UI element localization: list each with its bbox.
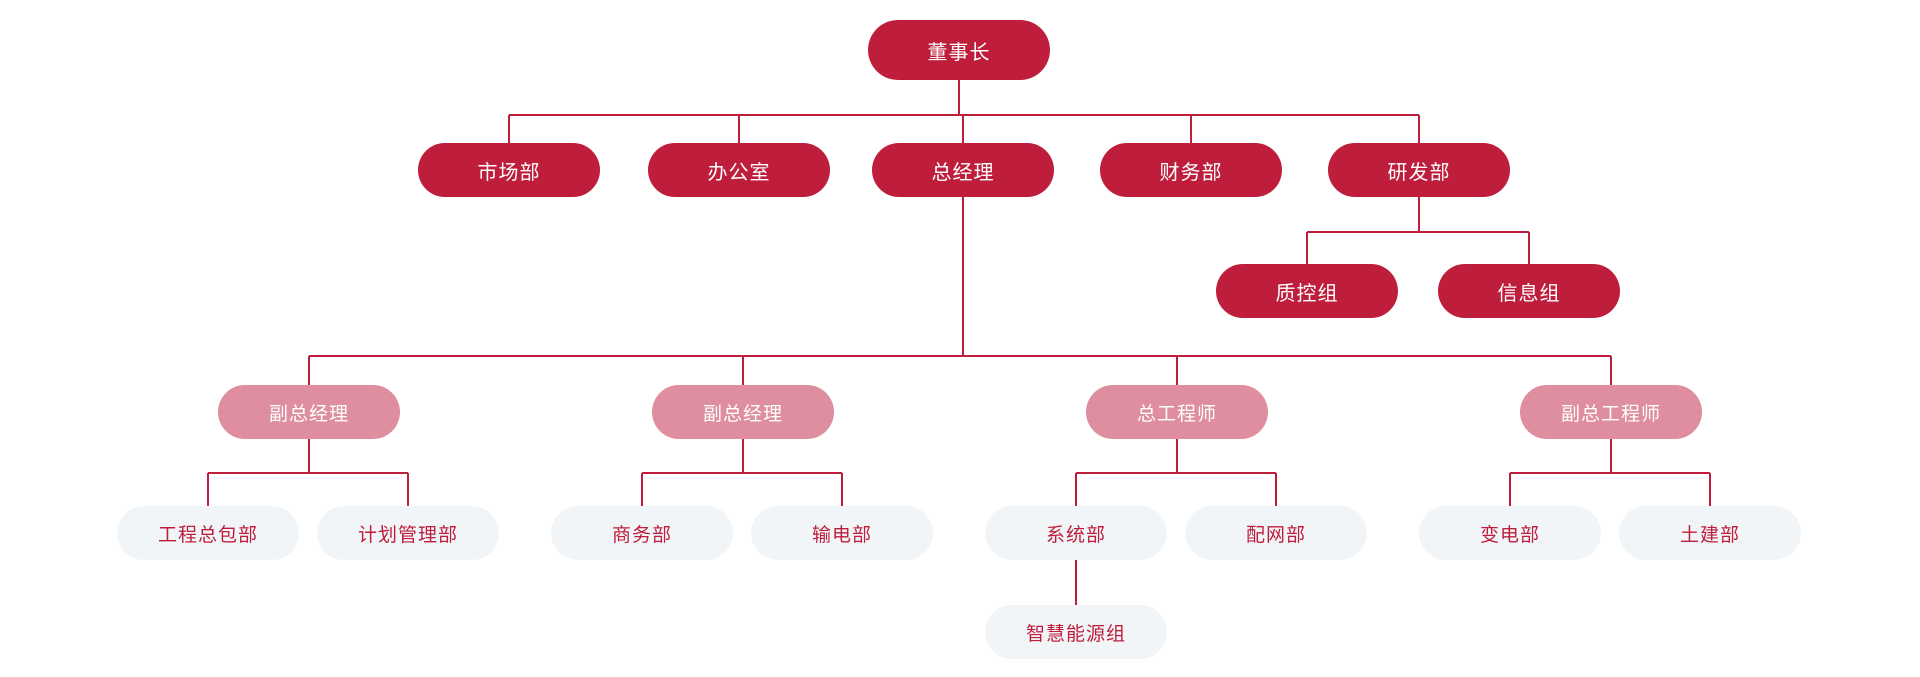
org-node-label: 总工程师 <box>1136 403 1217 425</box>
org-node-label: 总经理 <box>931 161 995 184</box>
org-node-general-manager[interactable]: 总经理 <box>872 143 1054 197</box>
org-node-marketing[interactable]: 市场部 <box>418 143 600 197</box>
org-node-transmission[interactable]: 输电部 <box>751 506 933 560</box>
org-node-label: 副总经理 <box>702 403 783 425</box>
org-node-label: 商务部 <box>611 524 672 546</box>
org-node-label: 市场部 <box>477 161 541 184</box>
org-node-label: 配网部 <box>1245 524 1306 546</box>
org-node-label: 办公室 <box>707 161 771 184</box>
org-node-rnd[interactable]: 研发部 <box>1328 143 1510 197</box>
org-node-label: 副总经理 <box>268 403 349 425</box>
org-node-label: 工程总包部 <box>157 524 258 546</box>
org-node-label: 系统部 <box>1045 524 1106 546</box>
org-node-chief-engineer[interactable]: 总工程师 <box>1086 385 1268 439</box>
org-node-business[interactable]: 商务部 <box>551 506 733 560</box>
org-node-chairman[interactable]: 董事长 <box>868 20 1050 80</box>
org-node-information[interactable]: 信息组 <box>1438 264 1620 318</box>
org-node-office[interactable]: 办公室 <box>648 143 830 197</box>
org-node-planning[interactable]: 计划管理部 <box>317 506 499 560</box>
org-node-finance[interactable]: 财务部 <box>1100 143 1282 197</box>
org-node-quality-control[interactable]: 质控组 <box>1216 264 1398 318</box>
org-node-deputy-chief-eng[interactable]: 副总工程师 <box>1520 385 1702 439</box>
org-node-label: 智慧能源组 <box>1025 623 1126 645</box>
org-node-civil[interactable]: 土建部 <box>1619 506 1801 560</box>
org-node-label: 研发部 <box>1387 161 1451 184</box>
org-node-label: 财务部 <box>1159 161 1223 184</box>
org-node-system[interactable]: 系统部 <box>985 506 1167 560</box>
org-node-deputy-gm-1[interactable]: 副总经理 <box>218 385 400 439</box>
org-node-smart-energy[interactable]: 智慧能源组 <box>985 605 1167 659</box>
org-node-label: 输电部 <box>811 524 872 546</box>
org-node-label: 土建部 <box>1679 524 1740 546</box>
org-node-substation[interactable]: 变电部 <box>1419 506 1601 560</box>
org-node-label: 董事长 <box>927 41 991 64</box>
org-node-deputy-gm-2[interactable]: 副总经理 <box>652 385 834 439</box>
org-node-distribution[interactable]: 配网部 <box>1185 506 1367 560</box>
org-node-label: 副总工程师 <box>1560 403 1661 425</box>
org-node-label: 信息组 <box>1497 282 1561 305</box>
org-node-label: 计划管理部 <box>357 524 458 546</box>
org-node-epc[interactable]: 工程总包部 <box>117 506 299 560</box>
org-node-label: 变电部 <box>1479 524 1540 546</box>
org-node-label: 质控组 <box>1275 282 1339 305</box>
